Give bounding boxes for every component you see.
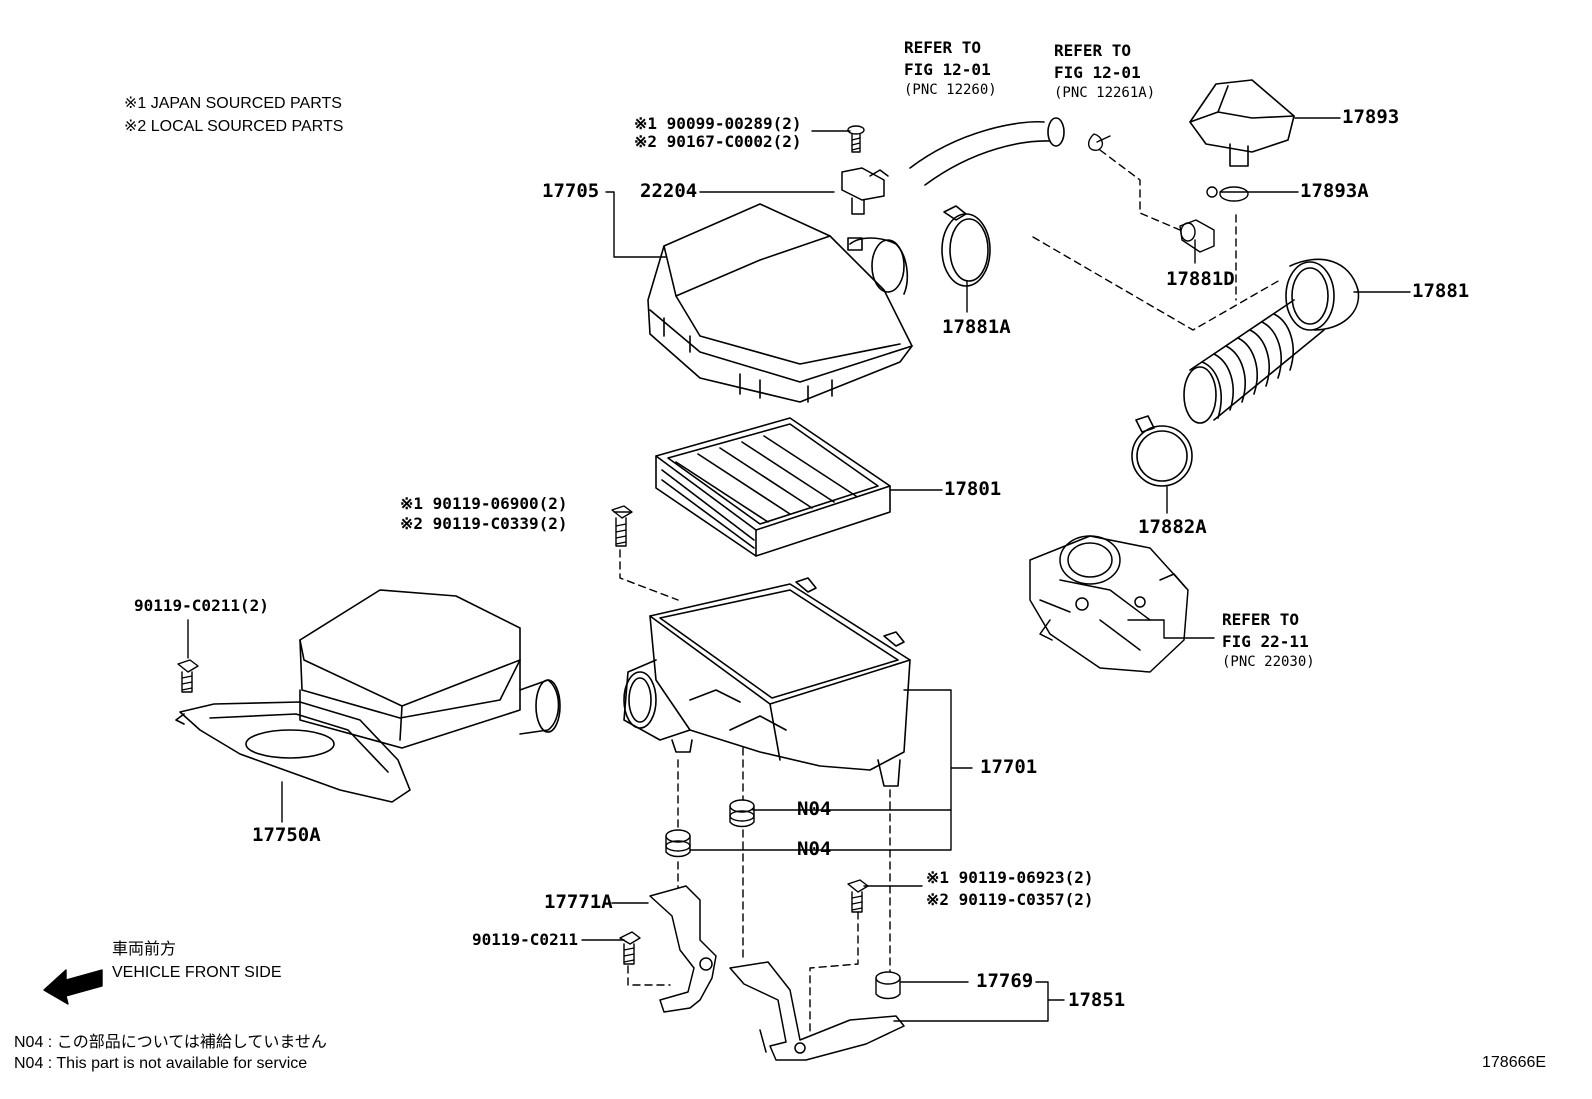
part-number-90119-c0211-2: 90119-C0211(2) xyxy=(134,596,269,615)
grommet-n04-upper xyxy=(729,799,755,828)
bracket-17851 xyxy=(729,961,905,1061)
grommet-n04-lower xyxy=(665,829,691,858)
part-number-screw-local: ※2 90167-C0002(2) xyxy=(634,132,802,151)
bolt-90119-06923 xyxy=(847,879,869,913)
part-number-n04-lower: N04 xyxy=(797,838,832,860)
part-number-17705: 17705 xyxy=(542,180,600,202)
footnote-n04-en: N04 : This part is not available for ser… xyxy=(14,1055,308,1072)
part-number-17771a: 17771A xyxy=(544,891,613,913)
footnote-n04-jp: N04 : この部品については補給していません xyxy=(14,1034,327,1051)
part-number-17893a: 17893A xyxy=(1300,180,1369,202)
bolt-90119-c0211-2 xyxy=(177,659,199,693)
part-number-17750a: 17750A xyxy=(252,824,321,846)
part-number-17881: 17881 xyxy=(1412,280,1470,302)
part-number-17769: 17769 xyxy=(976,970,1034,992)
hose-17881d xyxy=(1179,219,1215,253)
refer-to-label: REFER TO xyxy=(1222,610,1300,629)
part-number-bolt-c0357-local: ※2 90119-C0357(2) xyxy=(926,890,1094,909)
part-number-17881d: 17881D xyxy=(1166,268,1235,290)
part-number-90119-c0211: 90119-C0211 xyxy=(472,930,578,949)
bolt-90119-06900 xyxy=(611,505,633,547)
part-number-17701: 17701 xyxy=(980,756,1038,778)
throttle-body xyxy=(1029,535,1189,673)
figure-id: 178666E xyxy=(1482,1054,1547,1071)
part-number-17893: 17893 xyxy=(1342,106,1400,128)
bolt-90119-c0211 xyxy=(619,931,641,965)
air-duct-17750a xyxy=(175,589,561,803)
part-number-bolt-06923-japan: ※1 90119-06923(2) xyxy=(926,868,1094,887)
hose-clamp-17881a xyxy=(941,205,991,287)
refer-to-fig: FIG 22-11 xyxy=(1222,632,1309,651)
part-number-screw-japan: ※1 90099-00289(2) xyxy=(634,114,802,133)
part-number-n04-upper: N04 xyxy=(797,798,832,820)
dashed-lines xyxy=(619,149,1281,1035)
part-number-bolt-japan: ※1 90119-06900(2) xyxy=(400,494,568,513)
legend-japan-sourced: ※1 JAPAN SOURCED PARTS xyxy=(124,95,342,112)
refer-to-pnc: (PNC 12260) xyxy=(904,82,997,98)
part-number-17881a: 17881A xyxy=(942,316,1011,338)
air-cleaner-cap xyxy=(647,203,913,403)
grommet-17769 xyxy=(875,971,901,1000)
resonator-17893 xyxy=(1189,79,1295,167)
part-number-17801: 17801 xyxy=(944,478,1002,500)
part-number-17882a: 17882A xyxy=(1138,516,1207,538)
vehicle-front-label-en: VEHICLE FRONT SIDE xyxy=(112,964,282,981)
legend-local-sourced: ※2 LOCAL SOURCED PARTS xyxy=(124,118,344,135)
air-cleaner-case xyxy=(623,577,911,787)
refer-to-fig: FIG 12-01 xyxy=(1054,63,1141,82)
refer-to-pnc: (PNC 22030) xyxy=(1222,654,1315,670)
intake-hose-17881 xyxy=(1183,258,1360,424)
breather-hose-ref-12260 xyxy=(909,117,1065,186)
clamp-17893a xyxy=(1206,186,1249,202)
refer-to-label: REFER TO xyxy=(904,38,982,57)
part-number-bolt-local: ※2 90119-C0339(2) xyxy=(400,514,568,533)
refer-to-fig: FIG 12-01 xyxy=(904,60,991,79)
leader-lines xyxy=(187,117,1411,1022)
part-number-17851: 17851 xyxy=(1068,989,1126,1011)
part-number-22204: 22204 xyxy=(640,180,698,202)
bracket-17771a xyxy=(649,885,717,1013)
vehicle-front-label-jp: 車両前方 xyxy=(112,941,177,958)
hose-clamp-17882a xyxy=(1131,415,1193,487)
airflow-meter-sensor xyxy=(841,167,889,215)
sensor-screw xyxy=(847,125,865,153)
refer-to-pnc: (PNC 12261A) xyxy=(1054,85,1156,101)
clip-ref-12261a xyxy=(1087,133,1111,151)
air-filter-element xyxy=(655,417,891,557)
refer-to-label: REFER TO xyxy=(1054,41,1132,60)
vehicle-front-arrow-icon xyxy=(43,969,103,1005)
